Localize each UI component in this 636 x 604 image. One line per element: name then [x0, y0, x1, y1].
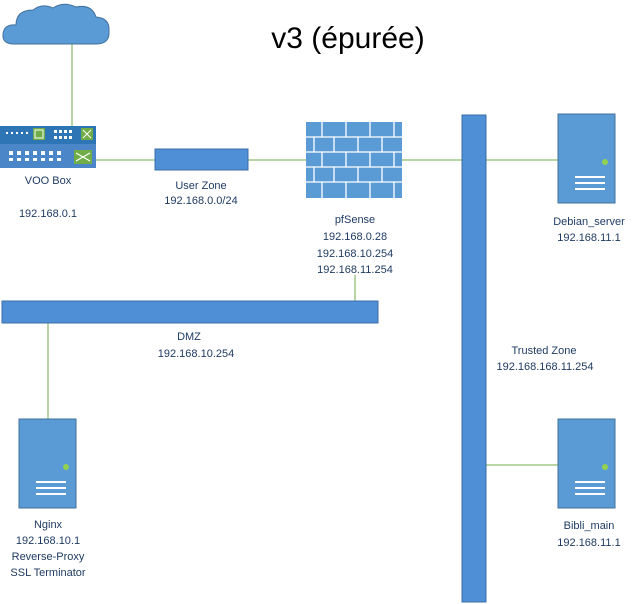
- server-icon: [18, 418, 77, 509]
- pfsense-ip-1: 192.168.0.28: [323, 231, 387, 243]
- diagram-title: v3 (épurée): [271, 22, 424, 55]
- dmz-ip: 192.168.10.254: [158, 348, 234, 360]
- firewall-icon: [306, 122, 402, 198]
- server-icon: [557, 113, 616, 204]
- pfsense-name: pfSense: [335, 214, 375, 226]
- trusted-zone-name: Trusted Zone: [511, 345, 576, 357]
- debian-server-ip: 192.168.11.1: [557, 232, 620, 244]
- user-zone-subnet: 192.168.0.0/24: [164, 195, 237, 207]
- user-zone-segment: [154, 148, 249, 171]
- bibli-main-name: Bibli_main: [564, 520, 615, 532]
- dmz-name: DMZ: [177, 331, 201, 343]
- nginx-name: Nginx: [34, 519, 63, 531]
- voo-box-ip: 192.168.0.1: [19, 208, 77, 220]
- pfsense-ip-2: 192.168.10.254: [317, 248, 393, 260]
- dmz-segment: [1, 300, 379, 324]
- server-icon: [557, 418, 616, 509]
- nginx-ip: 192.168.10.1: [16, 535, 80, 547]
- bibli-main-ip: 192.168.11.1: [557, 537, 620, 549]
- cloud-icon: [2, 3, 110, 45]
- trusted-zone-ip: 192.168.168.11.254: [496, 361, 593, 373]
- trusted-zone-segment: [461, 114, 487, 603]
- debian-server-name: Debian_server: [553, 216, 625, 228]
- user-zone-name: User Zone: [175, 180, 226, 192]
- pfsense-ip-3: 192.168.11.254: [317, 264, 393, 276]
- modem-router-icon: [0, 126, 96, 168]
- nginx-role-2: SSL Terminator: [10, 567, 86, 579]
- nginx-role-1: Reverse-Proxy: [12, 551, 85, 563]
- voo-box-name: VOO Box: [25, 175, 72, 187]
